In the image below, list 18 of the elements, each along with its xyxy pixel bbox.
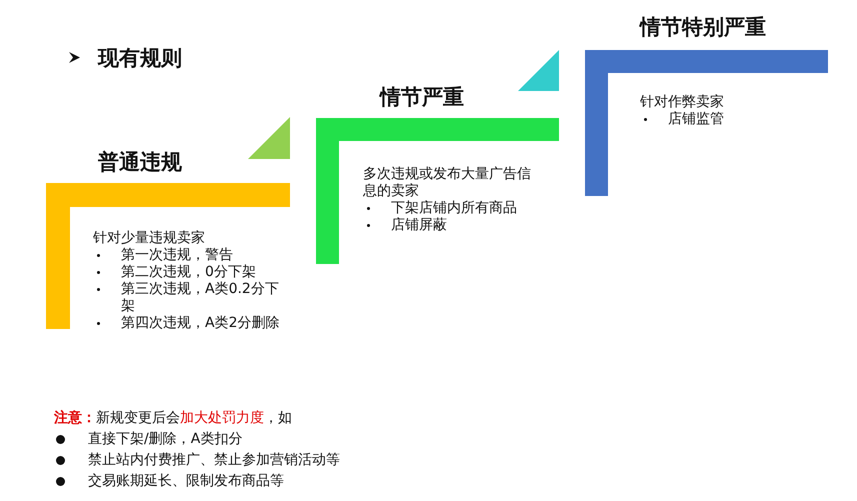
description-text: 针对作弊卖家 — [640, 94, 725, 111]
note-text: 注意：新规变更后会加大处罚力度，如 — [54, 409, 292, 427]
bullet-text: 第三次违规，A类0.2分下架 — [121, 281, 280, 315]
step-heading: 情节特别严重 — [640, 14, 766, 41]
note-item: 直接下架/删除，A类扣分 — [88, 430, 242, 448]
bullet-text: 下架店铺内所有商品 — [391, 200, 518, 217]
step-heading: 普通违规 — [98, 149, 182, 176]
bullet-text: 店铺屏蔽 — [391, 217, 448, 234]
description-text: 针对少量违规卖家 — [93, 230, 206, 247]
note-item: 交易账期延长、限制发布商品等 — [88, 472, 284, 490]
description-text: 多次违规或发布大量广告信息的卖家 — [363, 166, 532, 200]
bullet-text: 第一次违规，警告 — [121, 247, 234, 264]
bullet-text: 店铺监管 — [668, 111, 725, 128]
bullet-text: 第四次违规，A类2分删除 — [121, 315, 280, 332]
step-heading: 情节严重 — [380, 84, 464, 111]
bullet-text: 第二次违规，0分下架 — [121, 264, 257, 281]
note-item: 禁止站内付费推广、禁止参加营销活动等 — [88, 451, 340, 469]
section-title: 现有规则 — [98, 45, 182, 72]
